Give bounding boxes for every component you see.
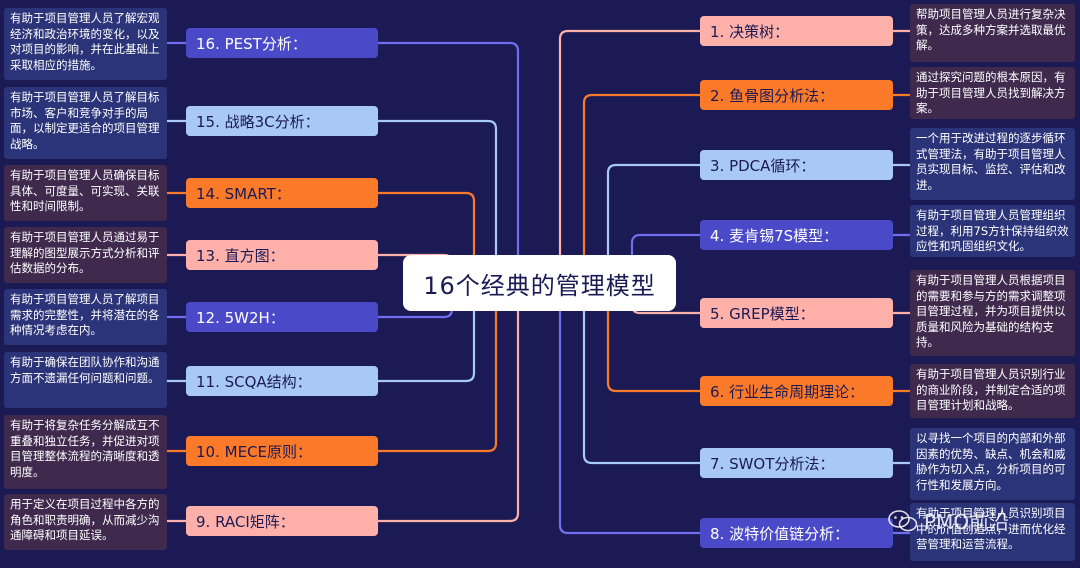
model-node: 5. GREP模型： [700, 298, 893, 328]
model-description: 有助于项目管理人员确保目标具体、可度量、可实现、关联性和时间限制。 [4, 165, 167, 221]
model-node: 8. 波特价值链分析： [700, 518, 893, 548]
connector-line [558, 281, 700, 535]
model-node: 14. SMART： [186, 178, 378, 208]
model-node: 11. SCQA结构： [186, 366, 378, 396]
model-description: 一个用于改进过程的逐步循环式管理法，有助于项目管理人员实现目标、监控、评估和改进… [910, 128, 1075, 200]
model-node: 15. 战略3C分析： [186, 106, 378, 136]
connector-line [606, 163, 700, 285]
model-description: 有助于项目管理人员了解项目需求的完整性，并将潜在的各种情况考虑在内。 [4, 289, 167, 345]
model-description: 有助于项目管理人员管理组织过程，利用7S方针保持组织效应性和巩固组织文化。 [910, 205, 1075, 257]
wechat-icon [888, 509, 918, 531]
model-description: 有助于项目管理人员根据项目的需要和参与方的需求调整项目管理过程，并为项目提供以质… [910, 270, 1075, 356]
connector-line [378, 191, 476, 285]
model-node: 2. 鱼骨图分析法： [700, 80, 893, 110]
model-description: 用于定义在项目过程中各方的角色和职责明确，从而减少沟通障碍和项目延误。 [4, 494, 167, 550]
watermark-text: PMO前沿 [924, 510, 1010, 534]
model-node: 16. PEST分析： [186, 28, 378, 58]
watermark: PMO前沿 [888, 506, 1009, 535]
connector-line [582, 281, 700, 465]
model-description: 有助于项目管理人员通过易于理解的图型展示方式分析和评估数据的分布。 [4, 227, 167, 283]
model-description: 有助于将复杂任务分解成互不重叠和独立任务，并促进对项目管理整体流程的清晰度和透明… [4, 415, 167, 489]
model-node: 13. 直方图： [186, 240, 378, 270]
connector-line [378, 281, 476, 383]
model-node: 7. SWOT分析法： [700, 448, 893, 478]
central-topic: 16个经典的管理模型 [403, 255, 676, 311]
model-description: 以寻找一个项目的内部和外部因素的优势、缺点、机会和威胁作为切入点，分析项目的可行… [910, 428, 1075, 500]
connector-line [582, 93, 700, 285]
model-node: 9. RACI矩阵： [186, 506, 378, 536]
model-description: 有助于项目管理人员识别项目中的价值创造点，进而优化经营管理和运营流程。 [910, 503, 1075, 561]
connector-line [606, 281, 700, 393]
model-description: 有助于确保在团队协作和沟通方面不遗漏任何问题和问题。 [4, 352, 167, 408]
model-description: 有助于项目管理人员了解宏观经济和政治环境的变化，以及对项目的影响，并在此基础上采… [4, 8, 167, 80]
model-node: 4. 麦肯锡7S模型： [700, 220, 893, 250]
connector-line [630, 233, 700, 285]
connector-line [378, 119, 498, 285]
connector-line [378, 41, 520, 285]
model-description: 有助于项目管理人员识别行业的商业阶段，并制定合适的项目管理计划和战略。 [910, 364, 1075, 418]
model-description: 有助于项目管理人员了解目标市场、客户和竞争对手的局面，以制定更适合的项目管理战略… [4, 87, 167, 159]
model-node: 10. MECE原则： [186, 436, 378, 466]
connector-line [378, 281, 498, 453]
model-description: 帮助项目管理人员进行复杂决策，达成多种方案并选取最优解。 [910, 4, 1075, 62]
connector-line [378, 281, 520, 523]
model-node: 12. 5W2H： [186, 302, 378, 332]
model-node: 1. 决策树： [700, 16, 893, 46]
connector-line [558, 29, 700, 285]
model-description: 通过探究问题的根本原因，有助于项目管理人员找到解决方案。 [910, 67, 1075, 119]
model-node: 6. 行业生命周期理论： [700, 376, 893, 406]
model-node: 3. PDCA循环： [700, 150, 893, 180]
